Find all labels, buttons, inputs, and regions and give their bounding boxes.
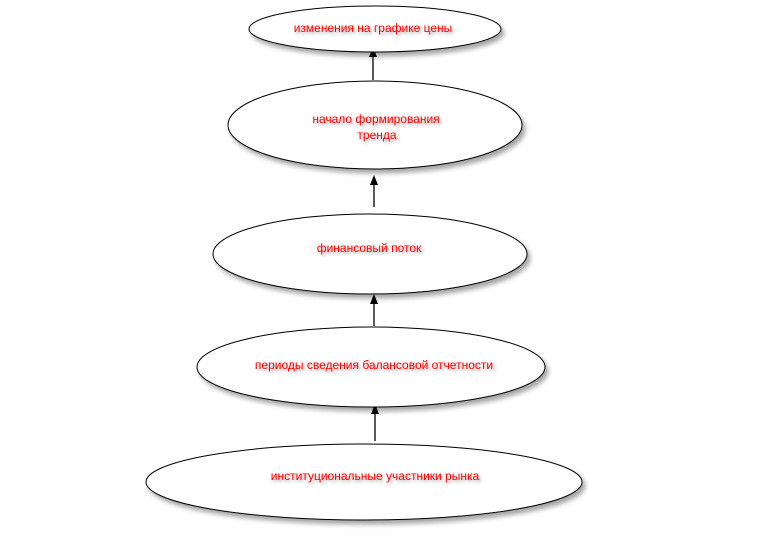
node-financial-flow: финансовый поток bbox=[212, 213, 528, 295]
node-balance-periods: периоды сведения балансовой отчетности bbox=[196, 326, 546, 408]
edge-balance-to-flow bbox=[370, 294, 378, 326]
edge-institutional-to-balance bbox=[371, 404, 379, 441]
node-institutional: институциональные участники рынка bbox=[145, 443, 583, 521]
node-label: изменения на графике цены bbox=[294, 21, 453, 35]
node-label: институциональные участники рынка bbox=[271, 469, 480, 483]
edge-flow-to-trend bbox=[370, 175, 378, 207]
node-label: финансовый поток bbox=[317, 241, 422, 255]
node-label: начало формирования bbox=[312, 112, 439, 126]
node-price-changes: изменения на графике цены bbox=[248, 5, 502, 53]
node-label: тренда bbox=[357, 128, 396, 142]
node-label: периоды сведения балансовой отчетности bbox=[255, 358, 493, 372]
node-trend-start: начало формирования тренда bbox=[227, 80, 523, 170]
